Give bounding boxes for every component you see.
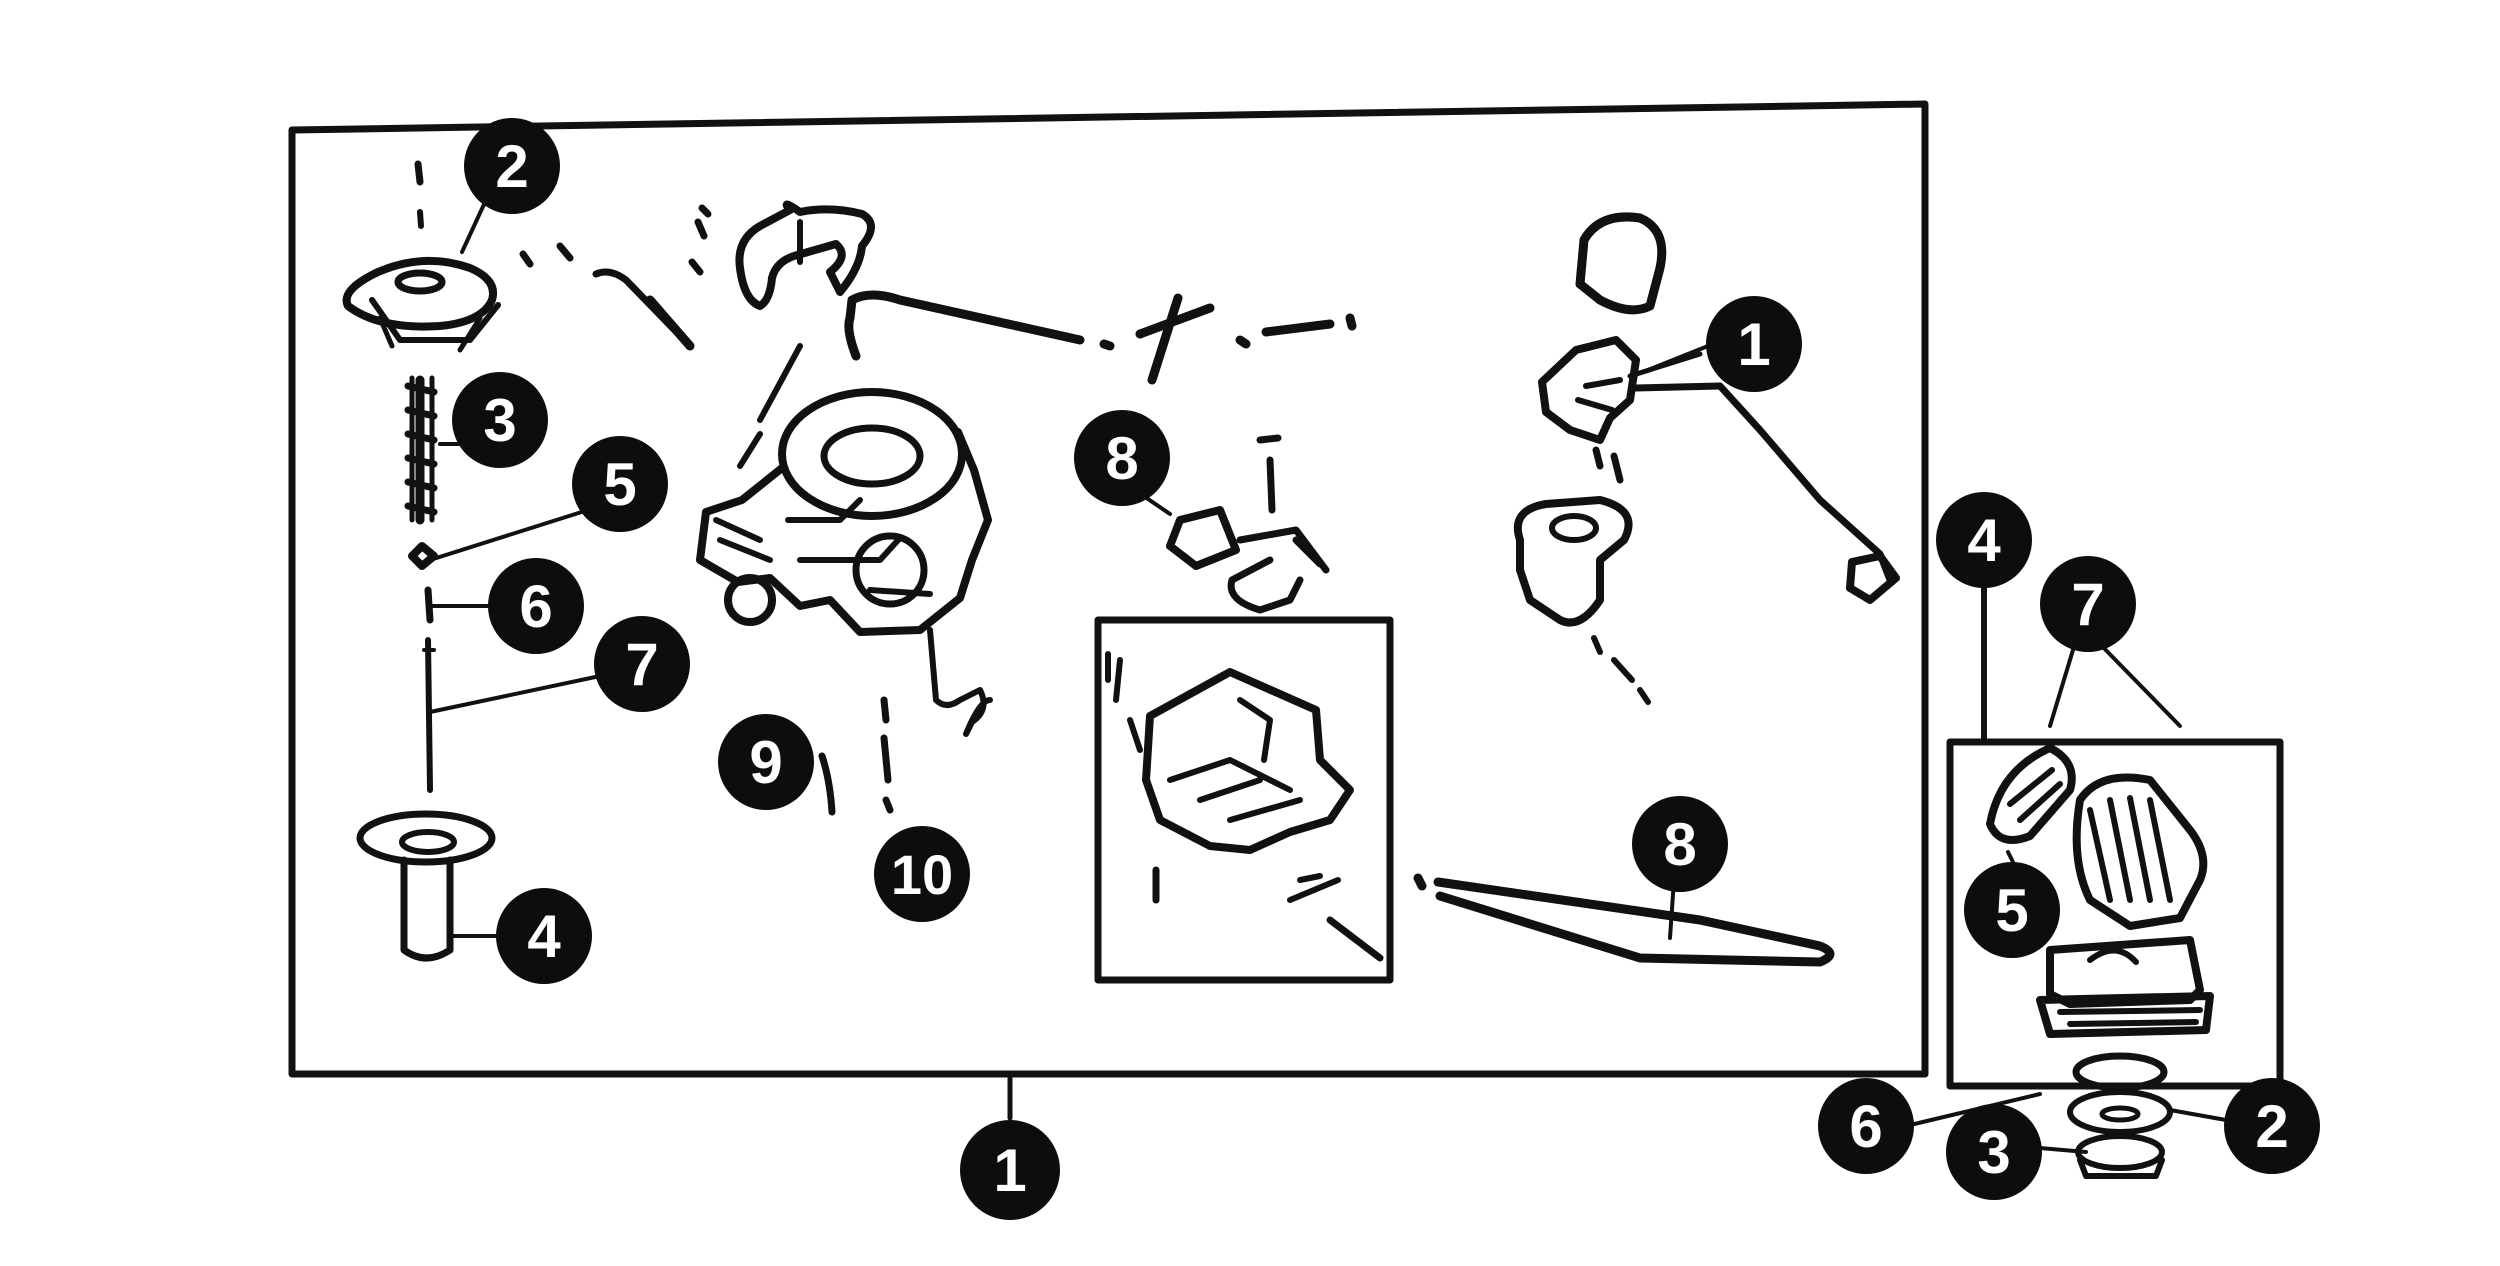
leader-lines — [428, 198, 2228, 1154]
callout-side-plate: 2 — [2224, 1078, 2320, 1174]
callout-label: 10 — [891, 843, 953, 906]
callout-label: 1 — [1737, 311, 1770, 378]
callout-side-gasket: 5 — [1964, 862, 2060, 958]
callout-label: 3 — [483, 387, 516, 454]
callout-pilot-screw: 9 — [718, 714, 814, 810]
diaphragm-cover-part — [342, 160, 501, 353]
throttle-sensor-part — [1513, 212, 1900, 705]
callout-label: 9 — [749, 729, 782, 796]
callout-spring: 3 — [452, 372, 548, 468]
callout-label: 5 — [1995, 877, 2028, 944]
callout-diaphragm-cover: 2 — [464, 118, 560, 214]
main-jet-part — [880, 696, 894, 814]
callout-needle-jet: 4 — [496, 888, 592, 984]
callout-label: 6 — [519, 573, 552, 640]
callout-label: 2 — [2255, 1093, 2288, 1160]
needle-jet-part — [356, 810, 496, 962]
float-bowl-box — [1094, 434, 1394, 984]
washer-part — [424, 586, 434, 624]
callout-label: 4 — [527, 903, 561, 970]
callout-throttle-sensor: 1 — [1706, 296, 1802, 392]
callout-label: 5 — [603, 451, 636, 518]
callout-label: 3 — [1977, 1119, 2010, 1186]
callout-jet-needle: 7 — [594, 616, 690, 712]
callout-side-screws: 7 — [2040, 556, 2136, 652]
callout-label: 8 — [1105, 425, 1138, 492]
callout-clip: 5 — [572, 436, 668, 532]
upper-hose — [844, 290, 1357, 385]
callout-main-jet: 10 — [874, 826, 970, 922]
callout-label: 7 — [2071, 571, 2104, 638]
callout-side-bolt: 3 — [1946, 1104, 2042, 1200]
callout-fuel-hose: 8 — [1632, 796, 1728, 892]
callout-label: 1 — [993, 1137, 1026, 1204]
bolts-and-bracket — [519, 200, 875, 351]
clip-part — [408, 542, 438, 570]
carburetor-body — [696, 343, 993, 737]
fuel-hose — [1413, 873, 1835, 967]
pilot-screw-part — [818, 752, 836, 816]
callout-label: 7 — [625, 631, 658, 698]
callout-label: 8 — [1663, 811, 1696, 878]
callout-label: 4 — [1967, 507, 2001, 574]
callout-main-1: 1 — [960, 1120, 1060, 1220]
callout-side-assembly: 4 — [1936, 492, 2032, 588]
side-assembly-part — [1986, 744, 2214, 1179]
callout-label: 6 — [1849, 1093, 1882, 1160]
spring-part — [404, 375, 438, 525]
jet-needle-part — [422, 637, 436, 793]
callout-side-washer: 6 — [1818, 1078, 1914, 1174]
main-assembly-box — [288, 100, 1929, 1121]
callout-hose-upper: 8 — [1074, 410, 1170, 506]
callout-label: 2 — [495, 133, 528, 200]
callout-washer: 6 — [488, 558, 584, 654]
